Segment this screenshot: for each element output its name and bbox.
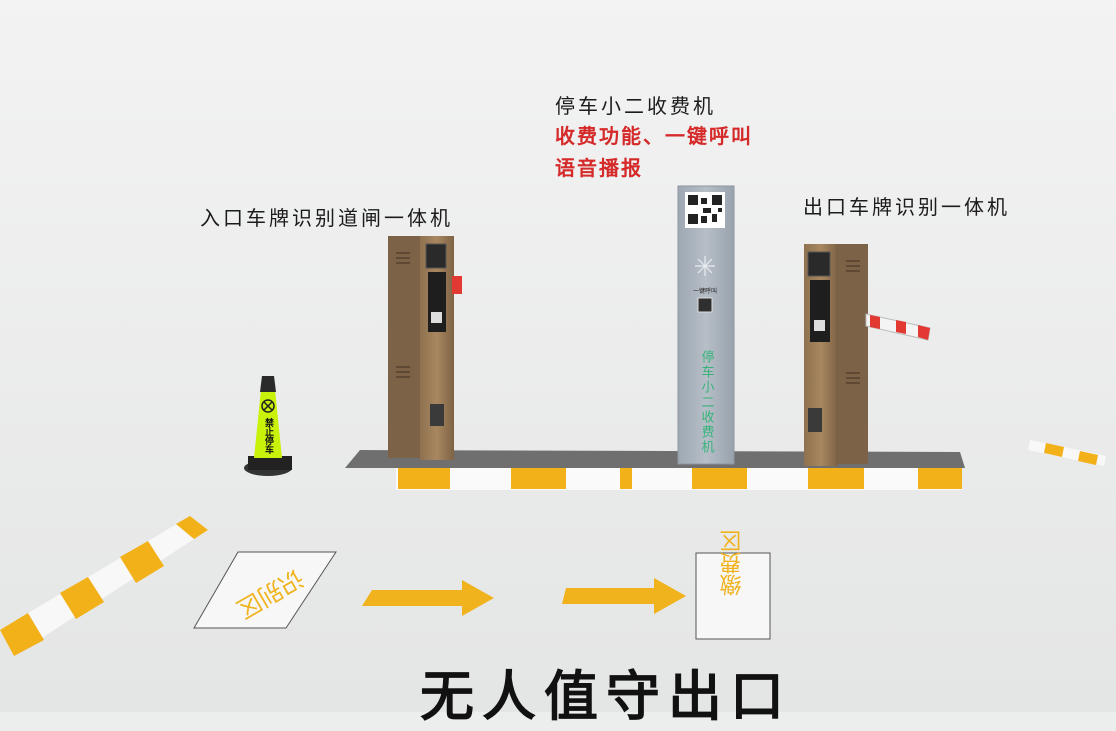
kiosk-title-label: 停车小二收费机 (555, 94, 716, 118)
entry-machine-label: 入口车牌识别道闸一体机 (200, 206, 453, 230)
barrier-arm (865, 313, 931, 341)
kiosk-feature-label-2: 语音播报 (555, 156, 643, 180)
cone-sign-text: 禁止停车 (263, 417, 274, 455)
speed-bump-left (0, 516, 208, 656)
entry-gate-cabinet (388, 236, 462, 460)
traffic-cone: 禁止停车 (244, 376, 292, 476)
page-title: 无人值守出口 (420, 665, 792, 728)
kiosk-feature-label-1: 收费功能、一键呼叫 (555, 124, 753, 148)
payment-kiosk: 一键呼叫 停车小二收费机 (677, 185, 735, 465)
speaker-icon (695, 256, 715, 276)
call-button (697, 297, 713, 313)
exit-machine-label: 出口车牌识别一体机 (803, 195, 1010, 219)
ground-marking-right: 缴费区 (695, 530, 771, 640)
kiosk-call-label: 一键呼叫 (693, 287, 717, 295)
kiosk-vertical-text: 停车小二收费机 (699, 349, 715, 455)
direction-arrow-1 (362, 580, 494, 616)
ground-marking-left: 识别区 (193, 551, 337, 629)
exit-gate-cabinet (804, 244, 868, 466)
speed-bump-right (1028, 440, 1106, 466)
ground-marking-right-text: 缴费区 (720, 530, 746, 596)
parking-scene: 一键呼叫 停车小二收费机 禁止停车 (0, 0, 1116, 712)
qr-code-icon (688, 195, 722, 224)
direction-arrow-2 (562, 578, 686, 614)
